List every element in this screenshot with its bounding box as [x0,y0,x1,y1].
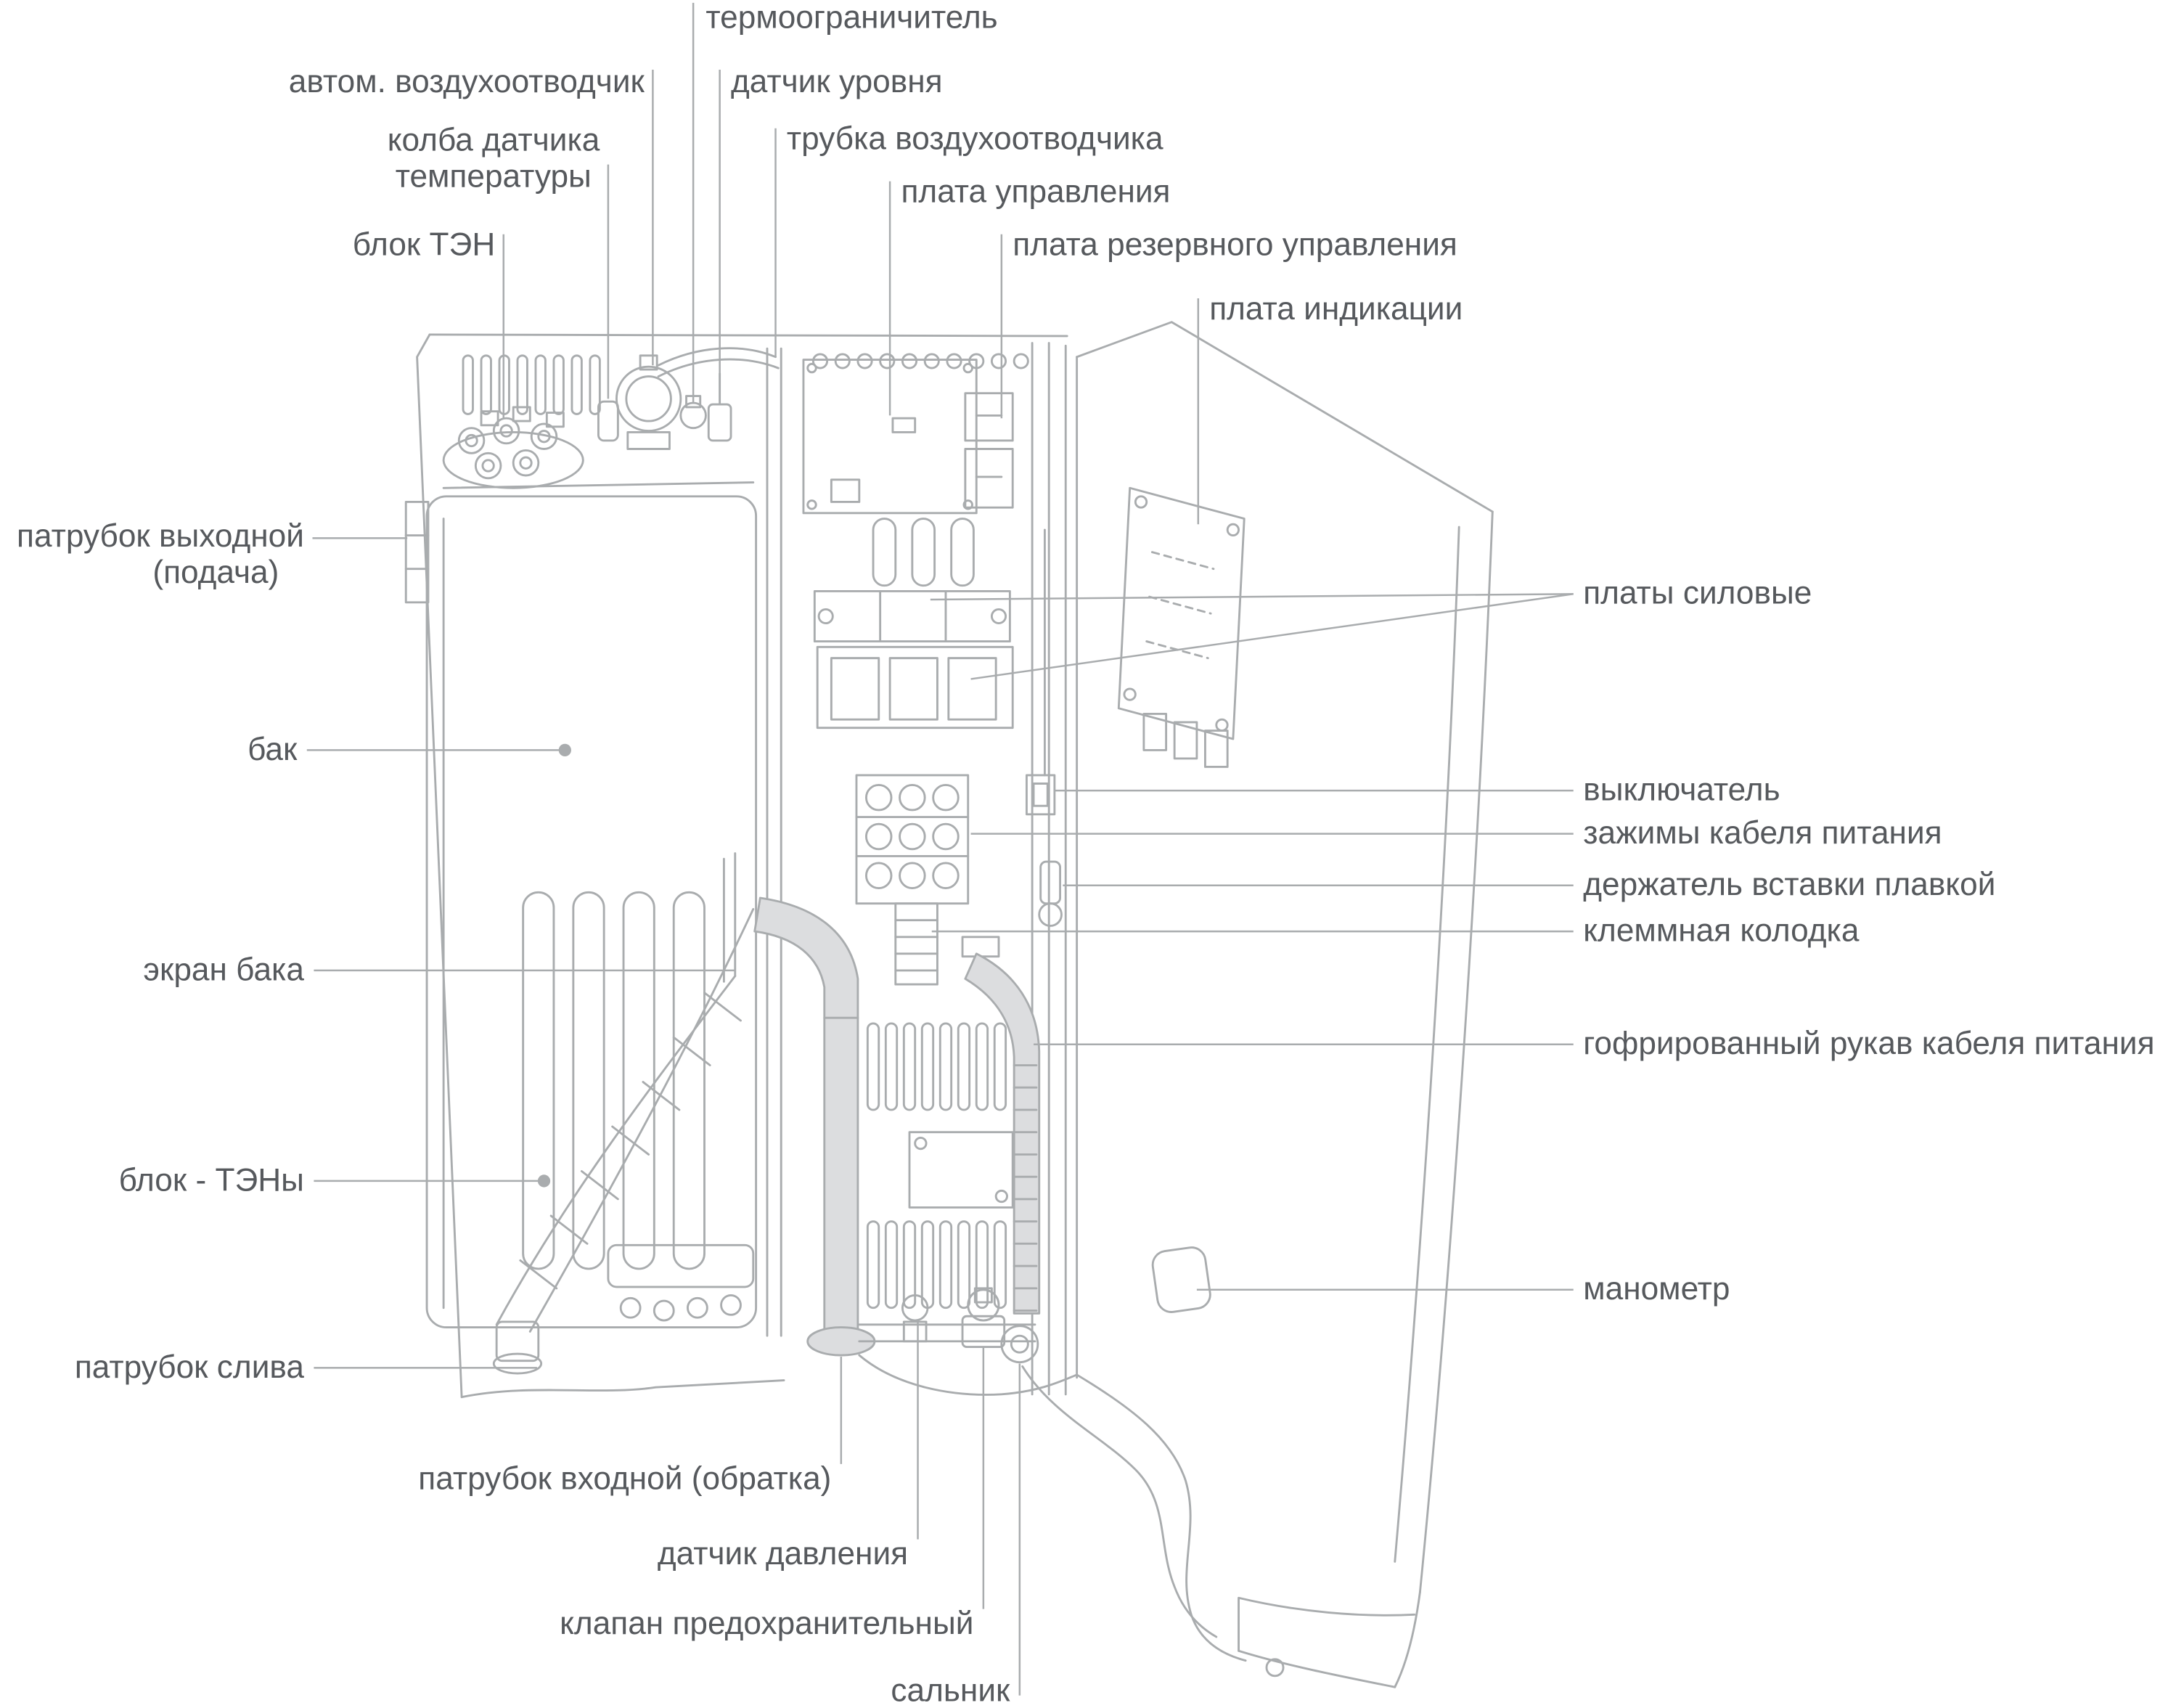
label-switch: выключатель [1583,772,1780,808]
label-outlet-pipe-line2: (подача) [152,555,279,590]
label-drain-pipe: патрубок слива [75,1349,305,1385]
door-part [1076,321,1494,1688]
label-tank: бак [248,732,298,767]
heating-elements-part [522,891,755,1322]
auto-air-vent-part [615,354,682,450]
bottom-manifold [858,1323,1036,1343]
indication-board-part [1117,486,1246,768]
cables-part [858,1354,1247,1662]
terminal-block-part [894,902,938,986]
label-indication-board: плата индикации [1209,291,1463,327]
label-backup-control-board: плата резервного управления [1013,227,1457,263]
corrugated-sleeve-part [961,936,1041,1315]
backup-control-board-part [964,392,1014,509]
label-thermal-limiter: термоограничитель [705,0,997,35]
tank-screen-part [495,852,755,1333]
leader-power-boards-2 [970,593,1574,680]
leader-tank-dot [558,743,571,757]
gland-part [1000,1325,1039,1364]
label-outlet-pipe-line1: патрубок выходной [17,518,304,554]
label-level-sensor: датчик уровня [731,64,943,99]
power-boards-part [813,518,1014,730]
heating-block-assembly [442,406,584,489]
label-heating-elements: блок - ТЭНы [119,1162,304,1198]
label-safety-valve: клапан предохранительный [560,1606,973,1641]
label-corrugated-sleeve: гофрированный рукав кабеля питания [1583,1026,2154,1061]
fuse-holder-part [1038,860,1063,927]
label-heating-block: блок ТЭН [353,227,496,263]
power-cable-clamps-part [855,774,970,905]
label-temp-bulb-line2: температуры [396,158,592,194]
leader-heating-elements-dot [537,1174,551,1188]
label-fuse-holder: держатель вставки плавкой [1583,867,1995,902]
vent-slots-bottom [866,1022,1014,1309]
label-control-board: плата управления [901,174,1170,210]
boiler-drawing [404,321,1494,1688]
label-pressure-gauge: манометр [1583,1271,1730,1307]
diagram-labels: термоограничитель автом. воздухоотводчик… [17,0,2154,1708]
label-terminal-block: клеммная колодка [1583,913,1860,949]
label-inlet-pipe: патрубок входной (обратка) [418,1460,831,1496]
air-vent-tube-part [657,347,780,378]
label-tank-screen: экран бака [143,952,304,987]
pressure-sensor-part [901,1294,929,1343]
label-power-cable-clamps: зажимы кабеля питания [1583,815,1942,851]
temperature-sensor-bulb-part [597,400,619,442]
inlet-pipe-part [753,896,876,1357]
label-pressure-sensor: датчик давления [658,1536,908,1572]
label-power-boards: платы силовые [1583,576,1812,611]
outlet-pipe-part [404,501,430,604]
drain-pipe-part [492,1320,543,1375]
label-gland: сальник [891,1672,1010,1708]
tank-part [425,495,758,1329]
switch-part [1025,528,1056,816]
label-temp-bulb-line1: колба датчика [388,122,600,158]
pressure-gauge-part [1151,1246,1211,1313]
label-air-vent-tube: трубка воздухоотводчика [787,121,1163,157]
leader-power-boards-1 [930,593,1574,601]
leader-lines [306,2,1574,1696]
vent-slots-top [462,353,1029,415]
label-auto-air-vent: автом. воздухоотводчик [289,64,645,99]
